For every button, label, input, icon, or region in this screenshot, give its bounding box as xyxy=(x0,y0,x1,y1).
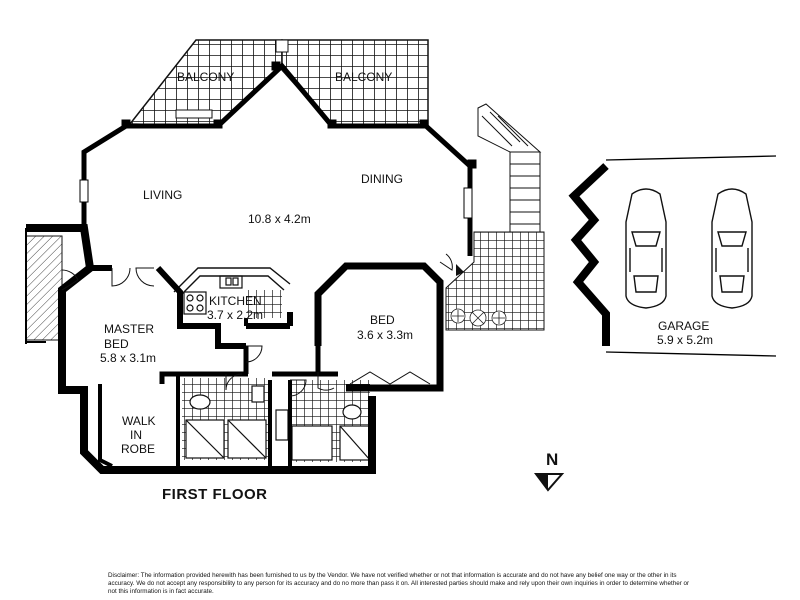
north-arrow-icon xyxy=(534,473,565,492)
master-bed-label-2: BED xyxy=(104,337,129,351)
garage-label: GARAGE xyxy=(658,319,710,333)
walls xyxy=(25,62,473,474)
north-label: N xyxy=(546,450,559,469)
bathroom-fixtures xyxy=(183,275,371,461)
kitchen-strip xyxy=(246,290,282,318)
bed-label: BED xyxy=(370,313,395,327)
garden-plants xyxy=(450,308,507,327)
disclaimer-text: Disclaimer: The information provided her… xyxy=(108,572,690,595)
walk-in-robe-label-2: IN xyxy=(130,428,142,442)
garage-walls xyxy=(568,155,777,357)
bed-size: 3.6 x 3.3m xyxy=(357,328,414,342)
balcony-left-label: BALCONY xyxy=(177,70,235,84)
windows xyxy=(79,61,477,219)
walk-in-robe-label-3: ROBE xyxy=(121,442,156,456)
kitchen-label: KITCHEN xyxy=(209,294,262,308)
door-swings xyxy=(61,253,453,397)
balcony-right-label: BALCONY xyxy=(335,70,393,84)
master-bed-size: 5.8 x 3.1m xyxy=(100,351,157,365)
balcony-door xyxy=(175,109,213,119)
balcony-door-top xyxy=(275,39,289,53)
kitchen-size: 3.7 x 2.2m xyxy=(207,308,264,322)
side-deck xyxy=(25,235,63,341)
walk-in-robe-label-1: WALK xyxy=(122,414,156,428)
entry-tiles xyxy=(445,231,545,331)
floor-title: FIRST FLOOR xyxy=(162,486,268,503)
entry-arrow-icon xyxy=(456,264,464,276)
car-1 xyxy=(625,188,667,309)
car-2 xyxy=(711,188,753,309)
living-label: LIVING xyxy=(143,188,183,202)
dining-label: DINING xyxy=(361,172,403,186)
kitchen-bench xyxy=(173,267,291,297)
garage-size: 5.9 x 5.2m xyxy=(657,333,714,347)
living-dining-size: 10.8 x 4.2m xyxy=(248,212,311,226)
master-bed-label: MASTER xyxy=(104,322,155,336)
